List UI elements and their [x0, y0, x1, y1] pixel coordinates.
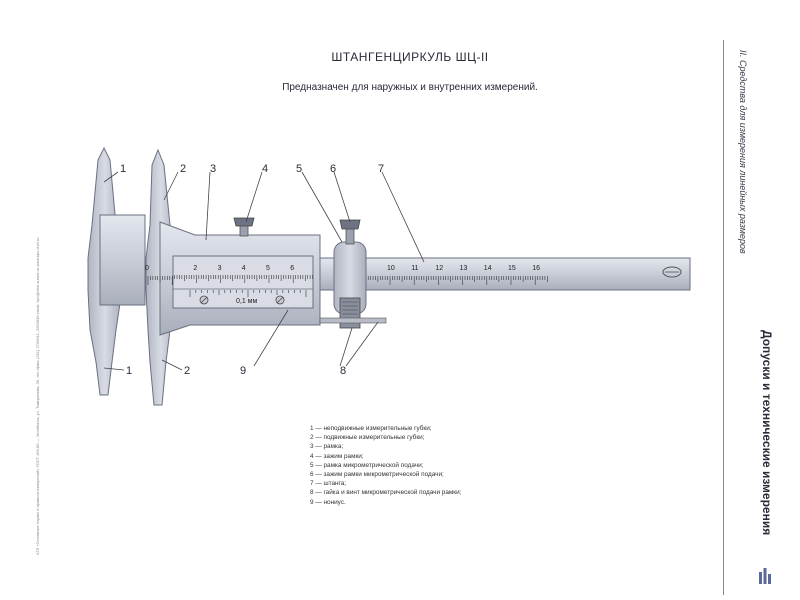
- callout-2-top: 2: [180, 163, 186, 175]
- page-divider: [723, 40, 724, 595]
- vernier-label: 0,1 мм: [236, 298, 257, 305]
- legend-item: 3 — рамка;: [310, 443, 344, 451]
- diagram-subtitle: Предназначен для наружных и внутренних и…: [282, 82, 538, 93]
- legend-item: 6 — зажим рамки микрометрической подачи;: [310, 471, 444, 479]
- feed-nut-and-screw: [319, 297, 387, 329]
- legend-list: 1 — неподвижные измерительные губки; 2 — …: [310, 424, 630, 507]
- main-scale-number: 12: [435, 265, 443, 272]
- feed-frame-clamp: [339, 219, 361, 245]
- main-scale-number: 3: [218, 265, 222, 272]
- beam-logo-icon: [662, 266, 682, 278]
- main-scale-number: 15: [508, 265, 516, 272]
- main-scale-number: 14: [484, 265, 492, 272]
- frame-screw-right: [275, 295, 285, 305]
- main-scale-number: 10: [387, 265, 395, 272]
- callout-4: 4: [262, 163, 268, 175]
- callout-2-bottom: 2: [184, 365, 190, 377]
- section-heading: II. Средства для измерения линейных разм…: [738, 50, 748, 254]
- legend-item: 9 — нониус.: [310, 498, 346, 506]
- callout-3: 3: [210, 163, 216, 175]
- publisher-logo-icon: [758, 566, 772, 589]
- book-title: Допуски и технические измерения: [760, 330, 774, 536]
- main-scale-number: 13: [460, 265, 468, 272]
- main-scale-number: 2: [193, 265, 197, 272]
- legend-item: 2 — подвижные измерительные губки;: [310, 434, 425, 442]
- legend-item: 5 — рамка микрометрической подачи;: [310, 461, 424, 469]
- callout-9: 9: [240, 365, 246, 377]
- main-scale-number: 16: [532, 265, 540, 272]
- main-scale-number: 11: [411, 265, 418, 272]
- legend-item: 1 — неподвижные измерительные губки;: [310, 425, 432, 432]
- frame-screw-left: [199, 295, 209, 305]
- main-scale-number: 4: [242, 265, 246, 272]
- vernier-scale-ticks: [189, 290, 307, 297]
- callout-8: 8: [340, 365, 346, 377]
- frame-clamp: [233, 217, 255, 237]
- main-scale-number: 6: [290, 265, 294, 272]
- callout-5: 5: [296, 163, 302, 175]
- main-scale-number: 0: [145, 265, 149, 272]
- main-scale-number: 5: [266, 265, 270, 272]
- main-scale-ticks: [147, 275, 548, 285]
- leader-lines: [103, 171, 425, 371]
- fixed-jaw-block: [99, 214, 146, 306]
- main-scale-numbers: 0 2 3 4 5 6 10 11 12 13 14 15 16: [145, 265, 540, 272]
- callout-6: 6: [330, 163, 336, 175]
- legend-item: 7 — штанга;: [310, 480, 347, 488]
- diagram-title: ШТАНГЕНЦИРКУЛЬ ШЦ-II: [331, 50, 489, 64]
- legend-item: 8 — гайка и винт микрометрической подачи…: [310, 489, 462, 497]
- callout-7: 7: [378, 163, 384, 175]
- legend-item: 4 — зажим рамки;: [310, 452, 364, 460]
- callout-1-bottom: 1: [126, 365, 132, 377]
- callout-1-top: 1: [120, 163, 126, 175]
